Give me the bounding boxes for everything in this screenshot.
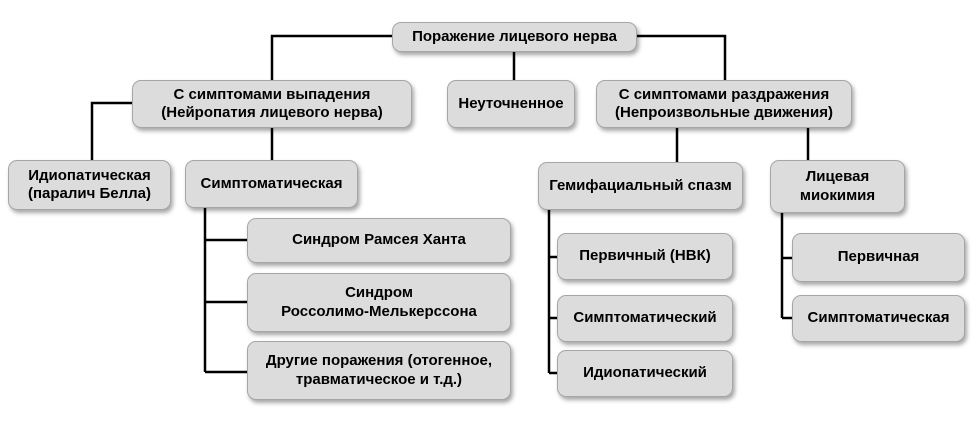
node-rossolimo-melkersson-syndrome: Синдром Россолимо-Мелькерссона: [247, 273, 511, 332]
node-other-lesions: Другие поражения (отогенное, травматичес…: [247, 341, 511, 400]
node-hemifacial-spasm: Гемифациальный спазм: [538, 162, 743, 210]
node-loss-symptoms: С симптомами выпадения (Нейропатия лицев…: [132, 80, 412, 128]
node-hemifacial-symptomatic: Симптоматический: [557, 295, 733, 342]
node-idiopathic-bell-palsy: Идиопатическая (паралич Белла): [8, 160, 171, 210]
node-myokymia-primary: Первичная: [792, 233, 965, 282]
node-irritation-symptoms: С симптомами раздражения (Непроизвольные…: [596, 80, 852, 128]
node-facial-myokymia: Лицевая миокимия: [770, 160, 905, 213]
connector-loss-idiopathic: [90, 101, 132, 160]
node-facial-nerve-lesion: Поражение лицевого нерва: [392, 22, 637, 52]
connector-root-irritation: [637, 34, 727, 80]
node-ramsay-hunt-syndrome: Синдром Рамсея Ханта: [247, 218, 511, 263]
node-hemifacial-primary: Первичный (НВК): [557, 233, 733, 280]
node-symptomatic-neuropathy: Симптоматическая: [185, 160, 358, 208]
node-hemifacial-idiopathic: Идиопатический: [557, 350, 733, 397]
node-myokymia-symptomatic: Симптоматическая: [792, 295, 965, 342]
connector-group: [90, 34, 810, 375]
node-unspecified: Неуточненное: [447, 80, 575, 128]
connector-root-loss: [270, 34, 392, 80]
